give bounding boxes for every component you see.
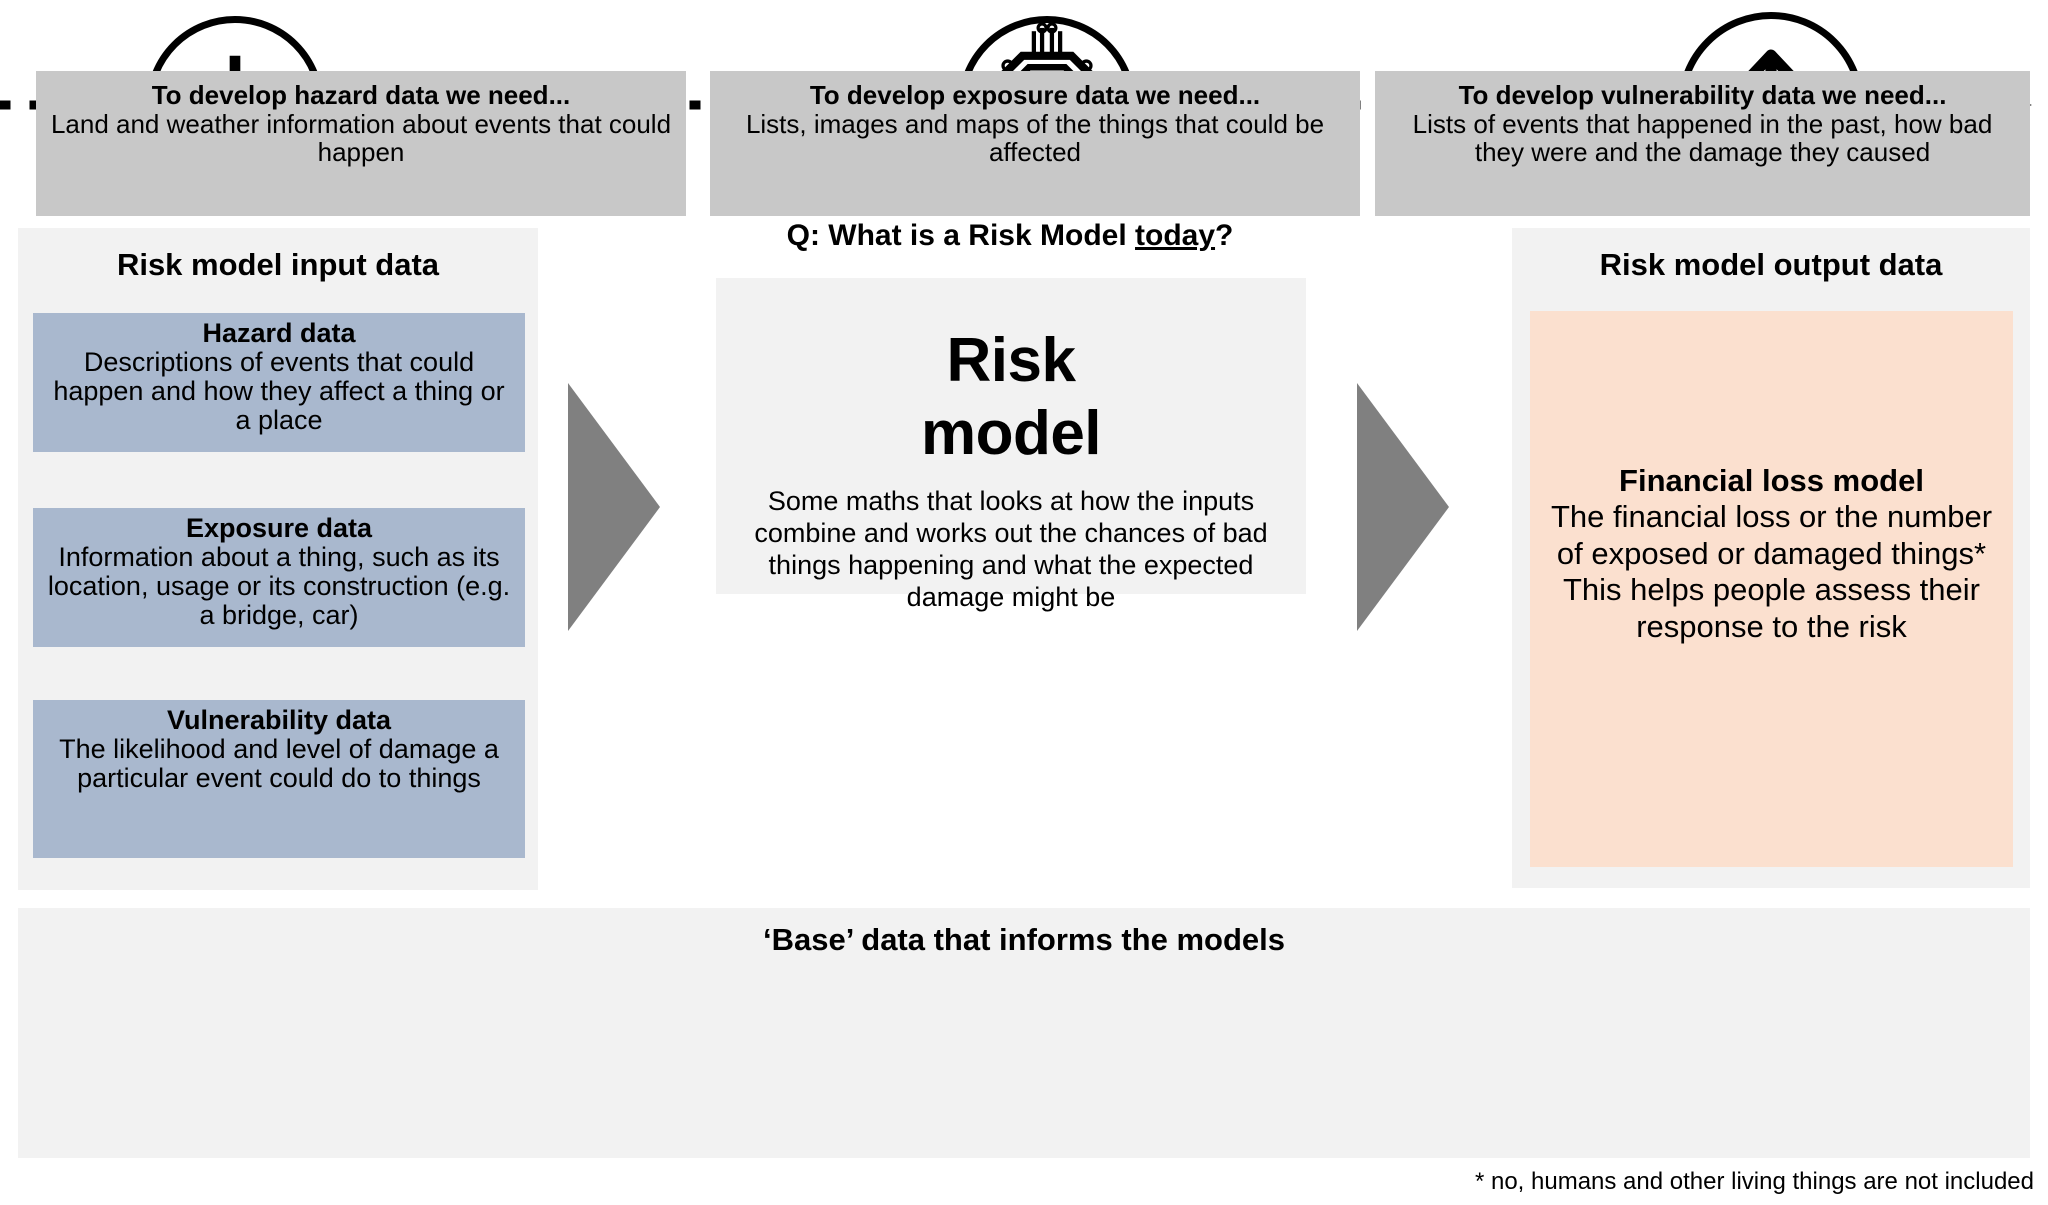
output-box-body-line2: This helps people assess their response …: [1562, 572, 1980, 644]
question-underlined: today: [1135, 219, 1216, 252]
input-box-hazard-body: Descriptions of events that could happen…: [53, 346, 505, 435]
input-box-vulnerability-title: Vulnerability data: [166, 705, 392, 735]
flow-arrow-input-to-model: [568, 383, 660, 631]
input-box-exposure: Exposure data Information about a thing,…: [33, 508, 525, 647]
base-col-hazard-body: Land and weather information about event…: [50, 108, 672, 168]
input-box-hazard: Hazard data Descriptions of events that …: [33, 313, 525, 452]
flow-arrow-model-to-output: [1357, 383, 1449, 631]
output-box-financial-loss: Financial loss model The financial loss …: [1530, 311, 2013, 867]
base-col-vulnerability-body: Lists of events that happened in the pas…: [1412, 108, 1993, 168]
risk-model-box: Risk model Some maths that looks at how …: [716, 278, 1306, 612]
base-data-title: ‘Base’ data that informs the models: [763, 922, 1285, 957]
base-col-exposure-title: To develop exposure data we need...: [809, 80, 1261, 110]
base-col-hazard: To develop hazard data we need... Land a…: [36, 71, 686, 216]
footnote: * no, humans and other living things are…: [1474, 1168, 2034, 1195]
base-data-panel: ‘Base’ data that informs the models: [18, 908, 2030, 1158]
question-prefix: Q: What is a Risk Model: [786, 219, 1136, 252]
risk-model-title-line2: model: [920, 399, 1102, 469]
base-col-hazard-title: To develop hazard data we need...: [151, 80, 571, 110]
input-box-hazard-title: Hazard data: [202, 318, 356, 348]
input-box-exposure-body: Information about a thing, such as its l…: [47, 541, 511, 630]
risk-model-title: Risk model: [920, 324, 1102, 470]
input-box-vulnerability-body: The likelihood and level of damage a par…: [59, 733, 499, 793]
base-col-exposure: To develop exposure data we need... List…: [710, 71, 1360, 216]
output-box-body-line1: The financial loss or the number of expo…: [1550, 499, 1993, 571]
input-box-exposure-title: Exposure data: [185, 513, 373, 543]
risk-model-description: Some maths that looks at how the inputs …: [754, 486, 1268, 612]
base-col-exposure-body: Lists, images and maps of the things tha…: [745, 108, 1325, 168]
question-heading: Q: What is a Risk Model today?: [640, 219, 1380, 253]
question-suffix: ?: [1215, 219, 1234, 252]
output-panel-title: Risk model output data: [1599, 247, 1943, 282]
base-col-vulnerability-title: To develop vulnerability data we need...: [1458, 80, 1947, 110]
base-col-vulnerability: To develop vulnerability data we need...…: [1375, 71, 2030, 216]
output-box-title: Financial loss model: [1619, 462, 1924, 498]
risk-model-title-line1: Risk: [946, 326, 1076, 395]
input-panel-title: Risk model input data: [116, 247, 440, 282]
input-box-vulnerability: Vulnerability data The likelihood and le…: [33, 700, 525, 858]
